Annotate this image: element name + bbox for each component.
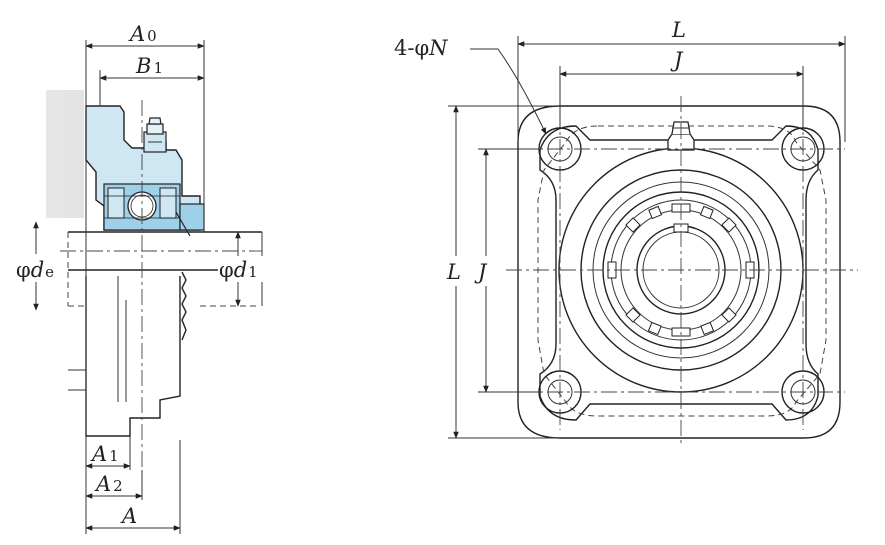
mounting-wall-shade-2 — [64, 90, 84, 218]
label-A: A — [120, 504, 137, 528]
label-L-top: L — [671, 18, 686, 42]
grease-fitting — [143, 117, 167, 153]
grease-fitting-front — [667, 121, 695, 151]
holes-leader — [470, 48, 547, 135]
label-L-left: L — [446, 260, 461, 284]
label-J-top: J — [670, 48, 684, 72]
label-J-left: J — [474, 260, 488, 284]
label-de: φde — [16, 258, 54, 282]
label-holes: 4-φN — [394, 36, 448, 60]
housing-lower — [85, 276, 181, 437]
label-d1: φd1 — [219, 258, 258, 282]
locking-collar — [175, 203, 205, 341]
front-view: L J L J 4-φN — [394, 18, 858, 446]
rear-outline — [537, 125, 827, 417]
flange-outline — [517, 105, 841, 439]
flange-rib — [539, 125, 819, 421]
